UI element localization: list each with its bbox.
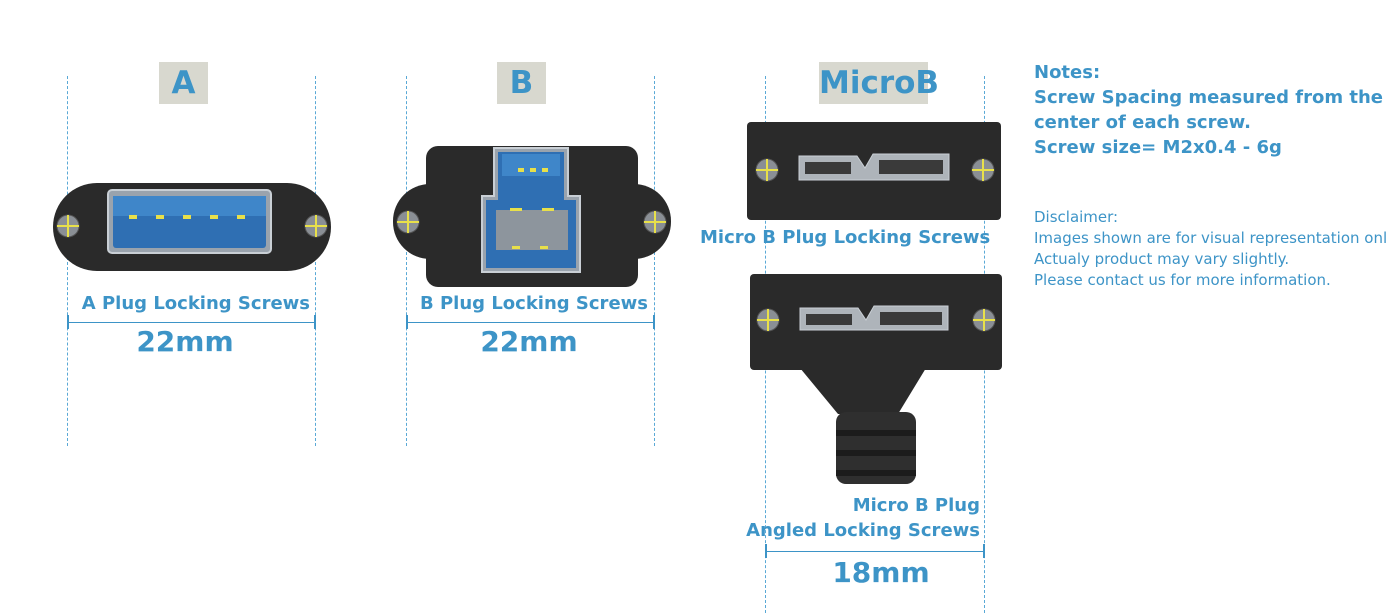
micro-b-port-inner (806, 314, 852, 325)
caption-b: B Plug Locking Screws (420, 293, 648, 314)
screw-icon (56, 214, 80, 238)
disclaimer-title: Disclaimer: (1034, 208, 1119, 226)
micro-b-boot-ridges (836, 430, 916, 476)
screw-icon (643, 210, 667, 234)
usb-a-connector-image (53, 183, 331, 271)
guide-line-b-right (654, 76, 655, 446)
caption-microb-angled-line2: Angled Locking Screws (746, 520, 980, 541)
notes-line: Screw Spacing measured from the (1034, 87, 1384, 108)
badge-a: A (159, 62, 208, 104)
micro-b-port-inner (879, 160, 943, 174)
caption-a: A Plug Locking Screws (81, 293, 310, 314)
guide-line-a-right (315, 76, 316, 446)
notes-line: Screw size= M2x0.4 - 6g (1034, 137, 1282, 158)
dimension-line-microb (765, 551, 984, 552)
disclaimer-line: Please contact us for more information. (1034, 271, 1331, 289)
caption-microb-angled-line1: Micro B Plug (852, 495, 980, 516)
notes-title: Notes: (1034, 62, 1101, 83)
screw-icon (972, 308, 996, 332)
dimension-tick-microb-right (983, 544, 985, 558)
micro-b-port-inner (805, 162, 851, 174)
screw-icon (756, 308, 780, 332)
disclaimer-line: Images shown are for visual representati… (1034, 229, 1387, 247)
guide-line-a-left (67, 76, 68, 446)
usb-a-contacts (129, 215, 245, 219)
micro-b-angled-connector-image (750, 274, 1002, 484)
usb-b-upper-tongue (502, 154, 560, 176)
notes-line: center of each screw. (1034, 112, 1252, 133)
dimension-tick-b-right (653, 315, 655, 329)
usb-b-contacts (510, 168, 554, 249)
caption-microb: Micro B Plug Locking Screws (700, 227, 991, 248)
usb-a-port-tongue (113, 196, 266, 216)
disclaimer-line: Actualy product may vary slightly. (1034, 250, 1290, 268)
dimension-tick-a-right (314, 315, 316, 329)
usb-b-lower-tongue (496, 210, 568, 250)
dimension-microb: 18mm (832, 556, 930, 589)
dimension-line-b (406, 322, 654, 323)
badge-b: B (497, 62, 546, 104)
screw-icon (755, 158, 779, 182)
dimension-a: 22mm (136, 325, 234, 358)
screw-icon (304, 214, 328, 238)
screw-icon (971, 158, 995, 182)
guide-line-b-left (406, 76, 407, 446)
dimension-b: 22mm (480, 325, 578, 358)
micro-b-port-inner (880, 312, 942, 325)
micro-b-angled-neck (800, 368, 926, 414)
micro-b-connector-image (747, 122, 1001, 220)
dimension-line-a (67, 322, 315, 323)
usb-b-connector-image (393, 146, 671, 287)
badge-microb: MicroB (819, 62, 939, 104)
screw-icon (396, 210, 420, 234)
